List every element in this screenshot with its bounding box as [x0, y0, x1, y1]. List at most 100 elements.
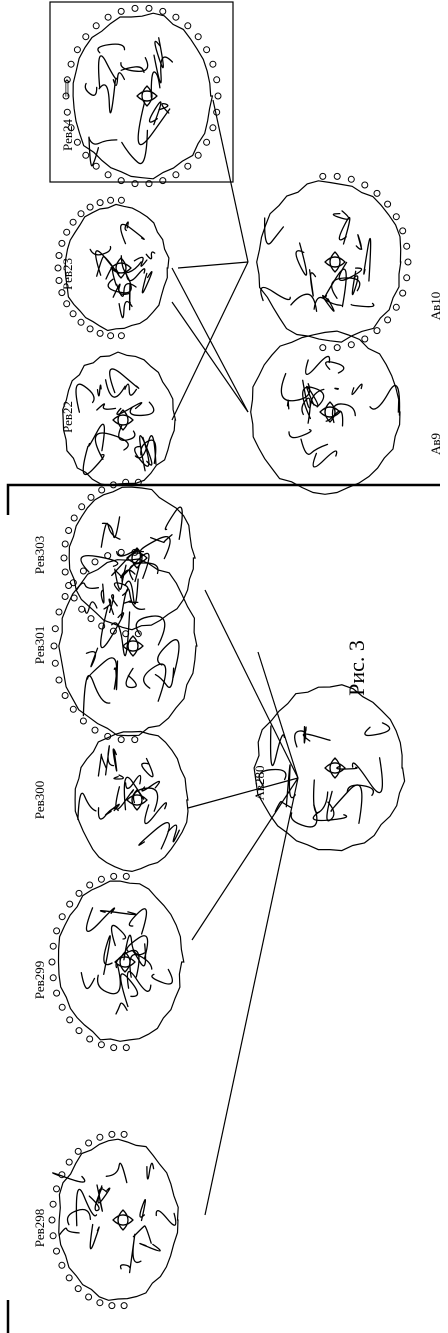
bead — [104, 171, 112, 179]
inscription-stroke — [145, 251, 156, 260]
inscription-stroke — [369, 384, 401, 416]
inscription-stroke — [351, 757, 384, 794]
bead — [96, 199, 104, 207]
inscription-stroke — [305, 355, 331, 375]
inscription-stroke — [128, 562, 159, 581]
bead — [98, 622, 106, 630]
connector-av280-rev298 — [204, 777, 299, 1216]
inscription-stroke — [80, 971, 96, 990]
inscription-stroke — [82, 445, 105, 475]
bead — [107, 196, 115, 204]
connector-av280-rev299 — [191, 777, 299, 941]
inscription-stroke — [164, 506, 183, 540]
inscription-stroke — [103, 935, 113, 976]
bead — [108, 1302, 116, 1310]
inscription-stroke — [58, 1227, 80, 1236]
knot-motif — [110, 257, 132, 279]
bead — [213, 108, 221, 116]
inscription-stroke — [96, 963, 121, 995]
inscription-stroke — [84, 601, 98, 614]
inscription-stroke — [112, 748, 118, 772]
bead — [159, 7, 167, 15]
inscription-stroke — [124, 221, 129, 232]
bead — [78, 503, 86, 511]
inscription-stroke — [151, 968, 174, 985]
arrow-indicator: ⟹ — [59, 79, 74, 98]
knot-motif — [114, 951, 136, 973]
inscription-stroke — [280, 372, 311, 402]
inscription-stroke — [134, 436, 150, 467]
bead — [58, 913, 66, 921]
inscription-stroke — [85, 907, 116, 933]
bead — [70, 514, 78, 522]
inscription-stroke — [338, 216, 351, 245]
coin-rim — [72, 12, 214, 180]
inscription-stroke — [113, 582, 129, 596]
bead — [79, 717, 87, 725]
bead — [213, 76, 221, 84]
bead — [392, 303, 400, 311]
inscription-stroke — [158, 102, 170, 114]
inscription-stroke — [150, 534, 173, 544]
inscription-stroke — [104, 745, 115, 776]
inscription-stroke — [116, 401, 143, 416]
inscription-stroke — [80, 555, 119, 573]
inscription-stroke — [94, 432, 129, 460]
inscription-stroke — [120, 223, 145, 245]
bead — [66, 900, 74, 908]
bead — [194, 151, 202, 159]
separator-bracket-top — [6, 483, 440, 515]
inscription-stroke — [146, 1162, 155, 1180]
bead — [122, 1044, 130, 1052]
bead — [91, 726, 99, 734]
bead — [172, 171, 180, 179]
inscription-stroke — [108, 594, 118, 614]
bead — [110, 872, 118, 880]
connector-av10-rev24 — [212, 99, 249, 263]
bead — [87, 615, 95, 623]
inscription-stroke — [75, 1189, 98, 1227]
inscription-stroke — [131, 943, 147, 967]
inscription-stroke — [154, 667, 175, 689]
inscription-stroke — [134, 435, 157, 465]
inscription-stroke — [77, 792, 97, 821]
bead — [214, 92, 222, 100]
bead — [319, 172, 327, 180]
coin-rim — [253, 684, 406, 852]
knot-motif — [324, 757, 346, 779]
coin-av10 — [256, 172, 412, 352]
inscription-stroke — [312, 779, 329, 814]
bead — [53, 989, 61, 997]
inscription-stroke — [363, 237, 372, 282]
coin-rim — [74, 730, 189, 873]
inscription-stroke — [258, 768, 287, 787]
inscription-stroke — [88, 423, 106, 452]
bead — [131, 736, 139, 744]
bead — [55, 608, 63, 616]
inscription-stroke — [113, 660, 119, 691]
inscription-stroke — [125, 268, 146, 282]
inscription-stroke — [303, 726, 307, 744]
inscription-stroke — [96, 384, 102, 397]
connector-av280-rev303 — [204, 589, 299, 779]
inscription-stroke — [334, 387, 339, 390]
bead — [399, 227, 407, 235]
coin-rim — [68, 486, 196, 631]
coin-rev299 — [48, 872, 185, 1052]
bead — [117, 736, 125, 744]
bead — [96, 1133, 104, 1141]
bead — [58, 1003, 66, 1011]
bead — [319, 344, 327, 352]
inscription-stroke — [82, 674, 111, 717]
inscription-stroke — [351, 270, 359, 296]
bead — [107, 332, 115, 340]
bead — [109, 627, 117, 635]
bead — [77, 210, 85, 218]
inscription-stroke — [89, 1223, 100, 1250]
bead — [145, 4, 153, 12]
inscription-stroke — [52, 1172, 86, 1183]
bead — [98, 486, 106, 494]
bead — [131, 4, 139, 12]
inscription-stroke — [100, 522, 121, 548]
bead — [53, 927, 61, 935]
